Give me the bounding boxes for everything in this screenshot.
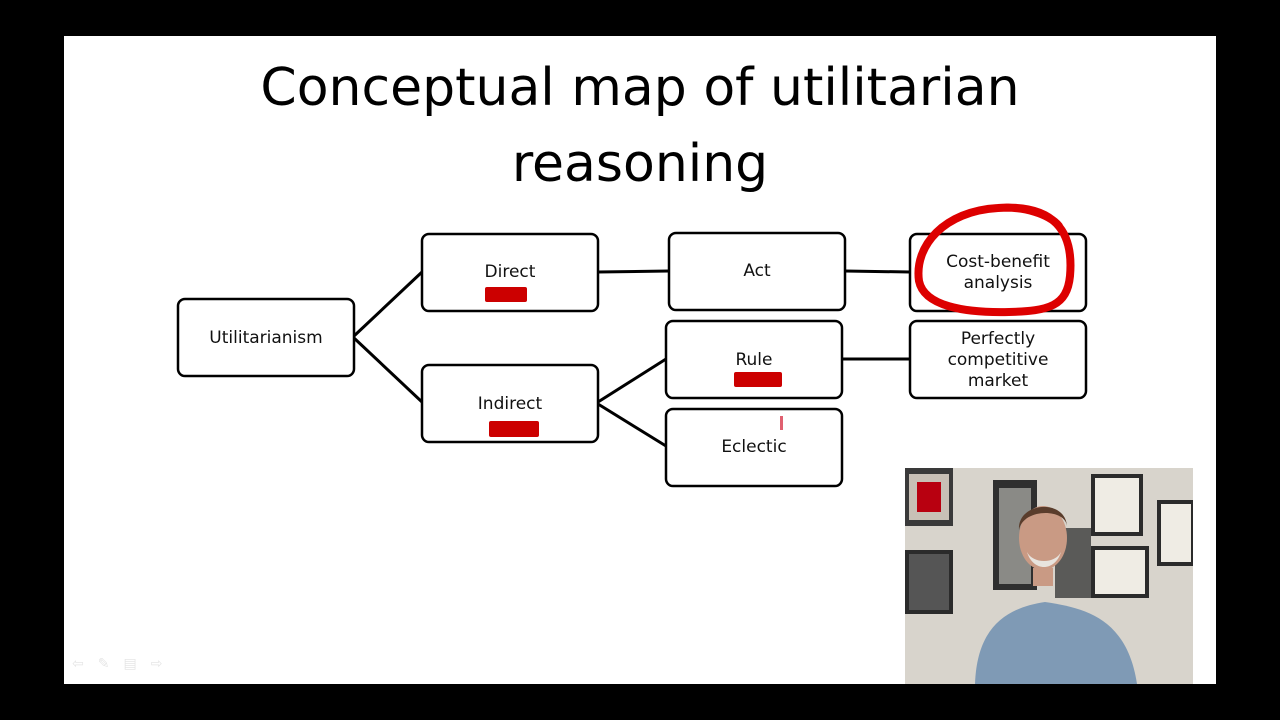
label-eclectic: Eclectic: [721, 437, 786, 457]
slideshow-controls: ⇦ ✎ ▤ ⇨: [72, 656, 162, 672]
node-rule: [664, 319, 844, 400]
pen-icon[interactable]: ✎: [97, 656, 110, 672]
title-line-2: reasoning: [511, 134, 769, 194]
presenter-video-frame: [905, 468, 1193, 684]
node-perfectly-competitive: [908, 319, 1088, 400]
highlight-eclectic-mark: [780, 416, 783, 430]
connector-indirect-eclectic: [597, 402, 667, 448]
node-eclectic: [664, 407, 844, 488]
concept-map: Utilitarianism Direct Indirect Act Rule …: [176, 203, 1088, 488]
boxes: [176, 231, 1088, 488]
label-utilitarianism: Utilitarianism: [209, 328, 322, 348]
label-perfectly-2: competitive: [948, 350, 1049, 370]
connectors: [352, 269, 911, 448]
label-perfectly-3: market: [968, 371, 1029, 391]
label-indirect: Indirect: [478, 394, 543, 414]
label-direct: Direct: [485, 262, 536, 282]
label-act: Act: [743, 261, 771, 281]
label-cost-benefit-1: Cost-benefit: [946, 252, 1050, 272]
presenter-video: [905, 468, 1193, 684]
highlight-indirect: [489, 421, 539, 437]
node-direct: [420, 232, 600, 313]
label-cost-benefit-2: analysis: [964, 273, 1033, 293]
menu-icon[interactable]: ▤: [123, 656, 137, 672]
slide: Conceptual map of utilitarian reasoning: [64, 36, 1216, 684]
connector-act-costbenefit: [844, 269, 911, 274]
label-perfectly-1: Perfectly: [961, 329, 1035, 349]
node-indirect: [420, 363, 600, 444]
highlights: [485, 287, 783, 437]
connector-util-indirect: [352, 336, 424, 404]
node-act: [667, 231, 847, 312]
connector-util-direct: [352, 270, 424, 338]
label-rule: Rule: [735, 350, 772, 370]
connector-direct-act: [597, 269, 670, 274]
node-utilitarianism: [176, 297, 356, 378]
highlight-direct: [485, 287, 527, 302]
title-line-1: Conceptual map of utilitarian: [260, 58, 1020, 118]
previous-icon[interactable]: ⇦: [72, 656, 84, 672]
next-icon[interactable]: ⇨: [150, 656, 163, 672]
slide-title: Conceptual map of utilitarian reasoning: [64, 50, 1216, 202]
connector-indirect-rule: [597, 357, 667, 404]
annotation-circle: [914, 203, 1075, 317]
highlight-rule: [734, 372, 782, 387]
